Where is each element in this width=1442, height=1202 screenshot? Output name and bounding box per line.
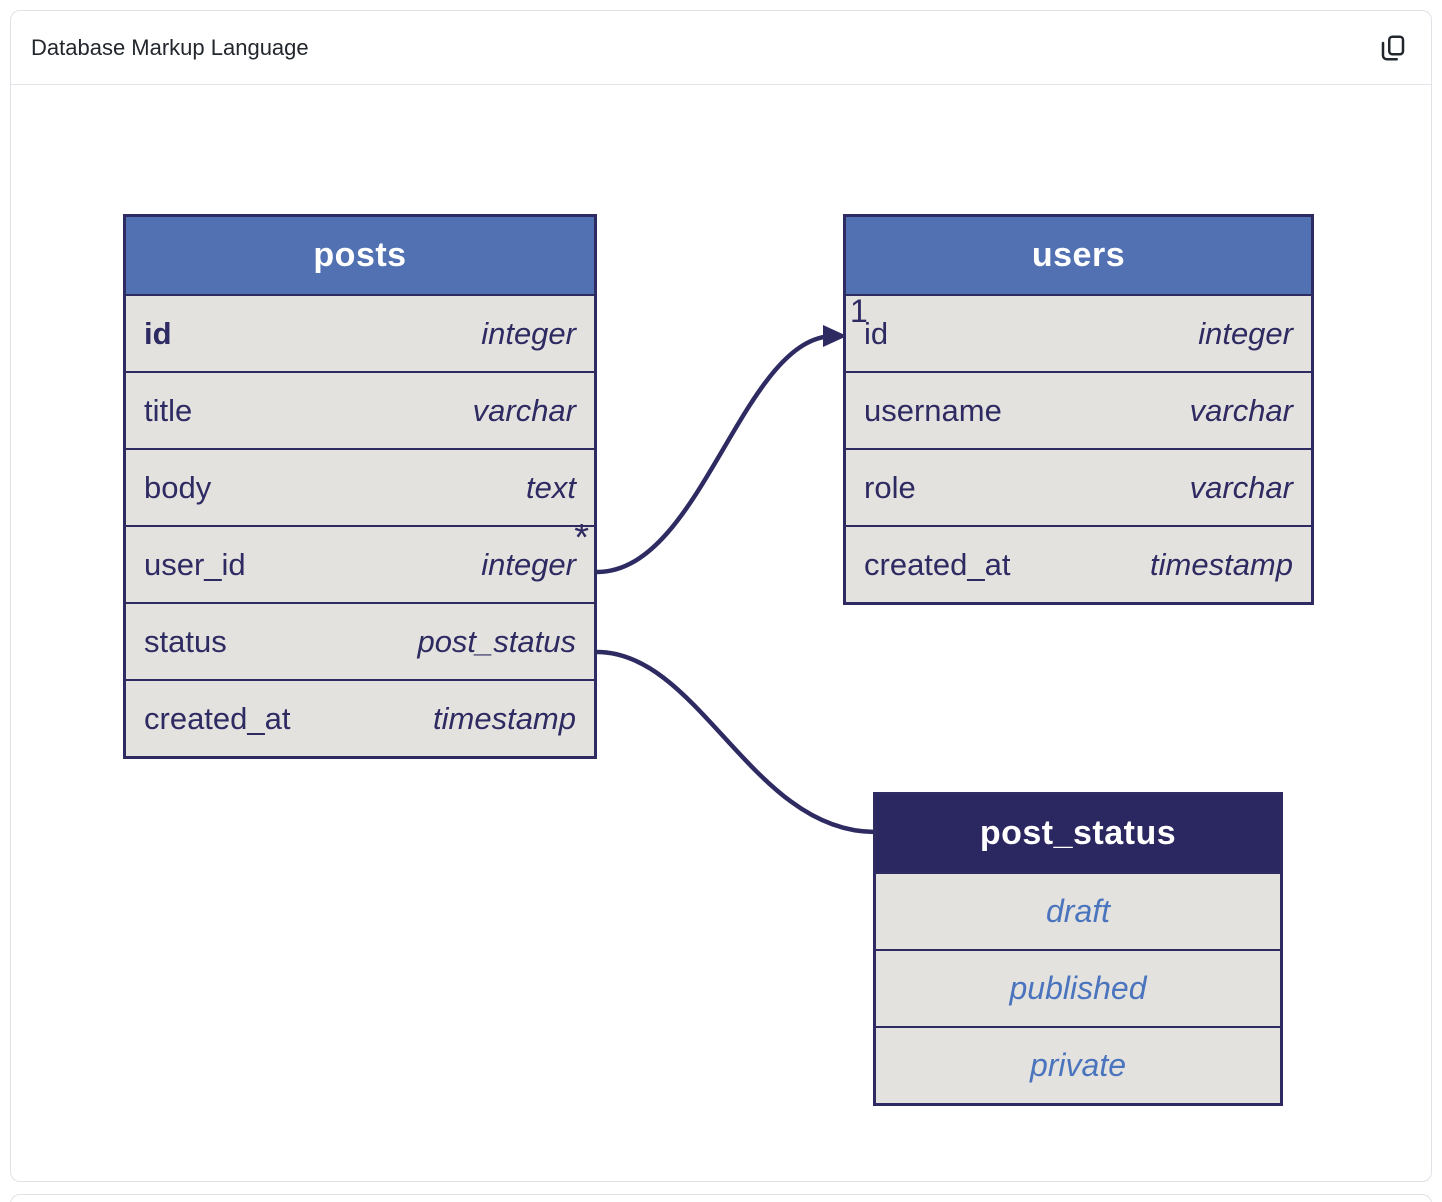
enum-value: draft: [1045, 893, 1111, 929]
enum-row: published: [876, 949, 1280, 1026]
enum-row: draft: [876, 872, 1280, 949]
field-name: id: [864, 315, 889, 351]
table-row: username varchar: [846, 371, 1311, 448]
table-row: id integer 1: [846, 294, 1311, 371]
card-titlebar: Database Markup Language: [11, 11, 1431, 85]
field-type: integer: [1198, 315, 1293, 351]
field-name: username: [864, 392, 1002, 428]
enum-value: published: [1009, 970, 1147, 1006]
cardinality-one-marker: 1: [850, 293, 868, 329]
copy-button[interactable]: [1373, 28, 1413, 68]
field-name: user_id: [144, 546, 246, 582]
table-posts-header: posts: [126, 217, 594, 294]
table-row: status post_status: [126, 602, 594, 679]
edge-posts-status-to-post-status: [596, 649, 876, 835]
field-type: timestamp: [1150, 546, 1293, 582]
table-row: created_at timestamp: [126, 679, 594, 756]
field-name: created_at: [144, 700, 291, 736]
field-type: integer: [481, 315, 576, 351]
field-type: text: [526, 469, 576, 505]
enum-row: private: [876, 1026, 1280, 1103]
field-type: post_status: [417, 623, 576, 659]
table-row: title varchar: [126, 371, 594, 448]
copy-icon: [1378, 33, 1408, 63]
field-name: body: [144, 469, 212, 505]
edge-posts-user-id-to-users-id: [596, 333, 835, 575]
field-name: created_at: [864, 546, 1011, 582]
table-row: role varchar: [846, 448, 1311, 525]
enum-post-status-header: post_status: [876, 795, 1280, 872]
field-type: timestamp: [433, 700, 576, 736]
cardinality-many-marker: *: [574, 517, 589, 559]
table-users-header: users: [846, 217, 1311, 294]
field-type: varchar: [1189, 392, 1293, 428]
field-type: varchar: [1189, 469, 1293, 505]
next-card-top-edge: [10, 1194, 1432, 1202]
field-type: integer: [481, 546, 576, 582]
field-name: title: [144, 392, 193, 428]
field-type: varchar: [472, 392, 576, 428]
field-name: role: [864, 469, 916, 505]
table-posts: posts id integer title varchar body text…: [123, 214, 597, 759]
field-name: id: [144, 315, 172, 351]
table-row: id integer: [126, 294, 594, 371]
card-title: Database Markup Language: [31, 35, 309, 60]
enum-post-status: post_status draft published private: [873, 792, 1283, 1106]
enum-value: private: [1029, 1047, 1127, 1083]
table-row: body text: [126, 448, 594, 525]
table-users: users id integer 1 username varchar role…: [843, 214, 1314, 605]
table-row: user_id integer *: [126, 519, 594, 602]
field-name: status: [144, 623, 227, 659]
table-row: created_at timestamp: [846, 525, 1311, 602]
